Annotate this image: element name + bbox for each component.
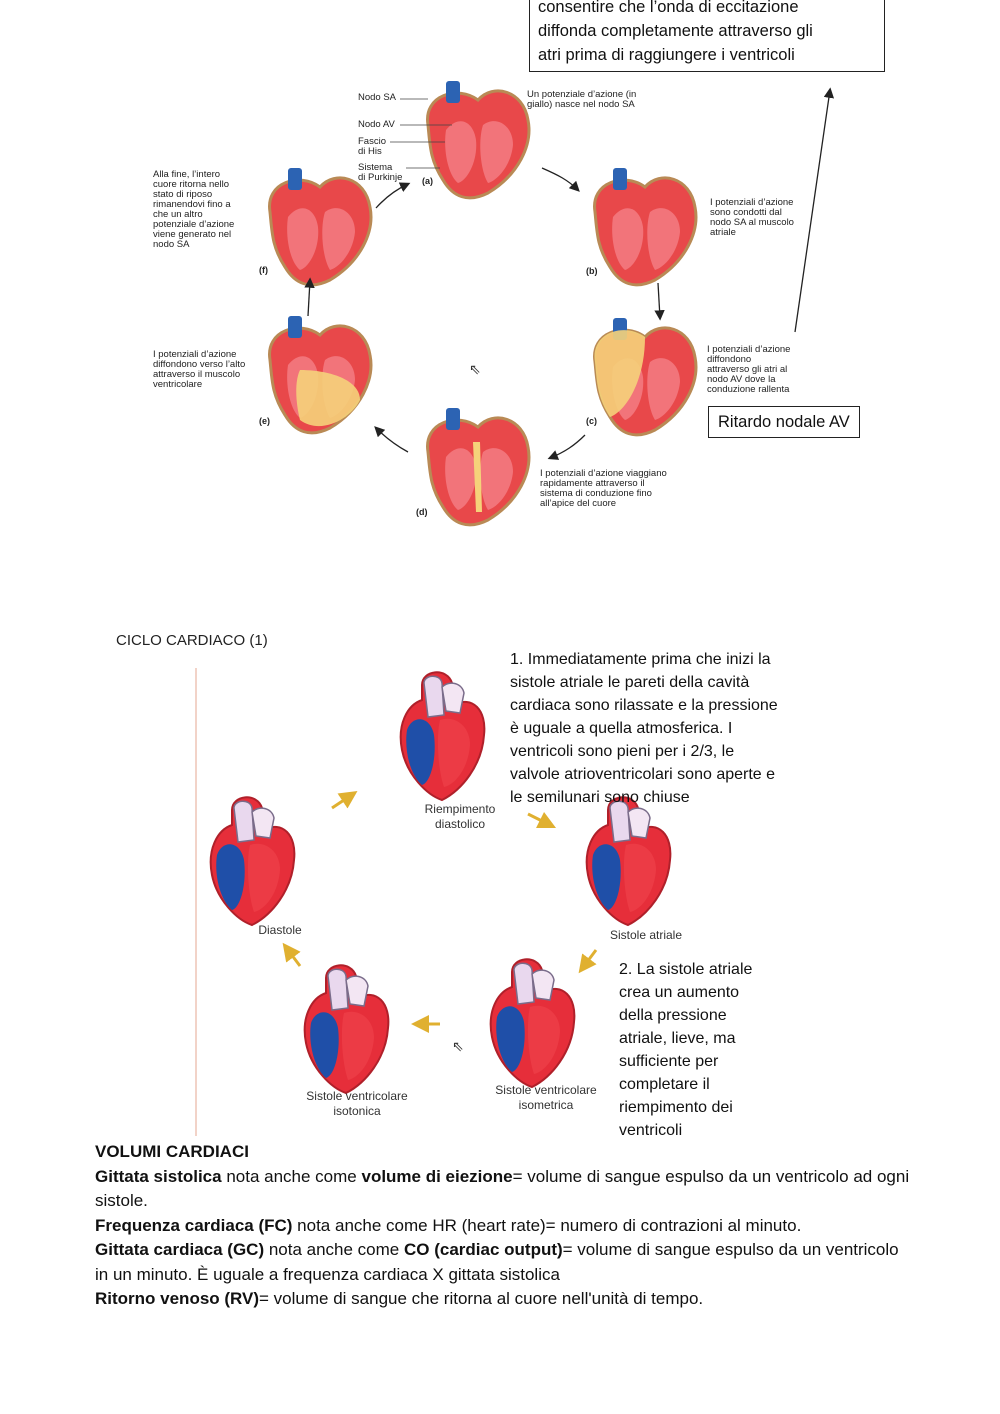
cycle-arrow-d-e [374,426,409,453]
mouse-cursor-icon: ⇖ [469,361,481,377]
label-fascio-his: Fascio di His [358,136,386,157]
callout-line-3: atri prima di raggiungere i ventricoli [538,46,795,64]
caption-diastole: Diastole [258,923,302,937]
heart-f-icon [268,166,373,287]
cycle-arrow-e-f [304,277,315,317]
caption-riempimento: Riempimento diastolico [424,802,496,831]
heart-sistole-atriale-icon [585,796,672,926]
caption-sistole-atriale: Sistole atriale [609,928,683,942]
label-purkinje: Sistema di Purkinje [358,162,403,183]
ciclo-title: CICLO CARDIACO (1) [116,632,268,649]
letter-f: (f) [259,265,268,275]
gold-arrow-1 [331,791,358,810]
heart-b-icon [593,166,698,287]
letter-d: (d) [416,507,428,517]
paragraph-gittata-cardiaca: Gittata cardiaca (GC) nota anche come CO… [95,1240,899,1284]
note-1: 1. Immediatamente prima che inizi la sis… [510,651,778,806]
callout-box-top: consentire che l’onda di eccitazione dif… [529,0,885,72]
cycle-arrow-c-d [547,434,586,460]
caption-isometrica: Sistole ventricolare isometrica [495,1083,597,1112]
heart-c-icon [593,316,698,437]
callout-ritardo-nodale: Ritardo nodale AV [708,406,860,438]
mouse-cursor-icon: ⇖ [452,1038,464,1054]
desc-a: Un potenziale d’azione (in giallo) nasce… [527,89,637,110]
paragraph-frequenza-cardiaca: Frequenza cardiaca (FC) nota anche come … [95,1215,802,1235]
letter-e: (e) [259,416,270,426]
volumi-section: VOLUMI CARDIACI Gittata sistolica nota a… [95,1140,915,1312]
heart-isotonica-icon [303,964,390,1094]
desc-e: I potenziali d’azione diffondono verso l… [153,349,246,390]
heart-d-icon [426,406,531,527]
desc-d: I potenziali d’azione viaggiano rapidame… [540,468,667,509]
heart-diastole-icon [209,796,296,926]
heart-isometrica-icon [489,958,576,1088]
label-nodo-av: Nodo AV [358,119,395,130]
volumi-heading: VOLUMI CARDIACI [95,1142,249,1161]
gold-arrow-2 [527,811,557,829]
callout-line-1: consentire che l’onda di eccitazione [538,0,799,16]
cycle-arrow-a-b [541,167,580,192]
cycle-arrow-f-a [375,182,411,209]
desc-b: I potenziali d’azione sono condotti dal … [710,197,794,238]
letter-c: (c) [586,416,597,426]
gold-arrow-3 [578,949,598,974]
heart-riempimento-icon [399,671,486,801]
callout-pointer-arrow [794,87,835,333]
desc-c: I potenziali d’azione diffondono attrave… [707,344,791,395]
desc-f: Alla fine, l’intero cuore ritorna nello … [153,169,235,250]
cycle-arrow-b-c [654,282,665,321]
heart-e-icon [268,314,373,435]
label-nodo-sa: Nodo SA [358,92,397,103]
callout-line-2: diffonda completamente attraverso gli [538,22,813,40]
letter-a: (a) [422,176,433,186]
conduction-diagram [268,79,835,527]
heart-a-icon [426,79,531,200]
caption-isotonica: Sistole ventricolare isotonica [306,1089,408,1118]
note-2: 2. La sistole atriale crea un aumento de… [619,961,753,1139]
gold-arrow-5 [282,942,302,967]
paragraph-ritorno-venoso: Ritorno venoso (RV)= volume di sangue ch… [95,1289,704,1308]
letter-b: (b) [586,266,598,276]
paragraph-gittata-sistolica: Gittata sistolica nota anche come volume… [95,1166,910,1211]
